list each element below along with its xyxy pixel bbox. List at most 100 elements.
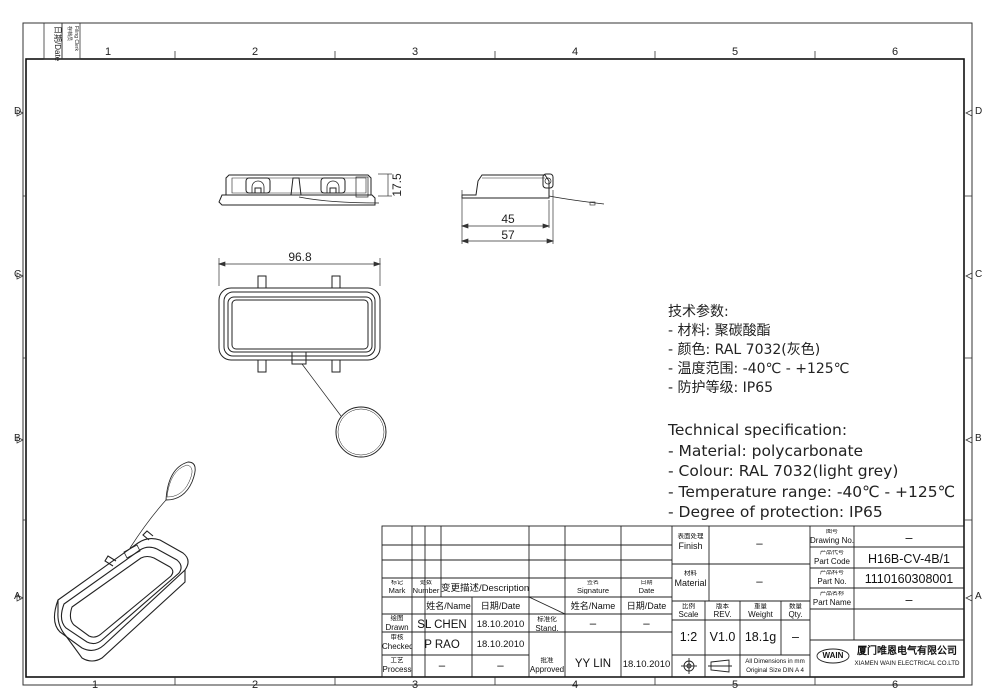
zone-row-c-left: C	[14, 269, 22, 280]
zone-row-b-right: B	[975, 433, 982, 444]
zone-row-d-left: D	[14, 106, 22, 117]
zone-col-6-top: 6	[891, 46, 899, 58]
zone-col-5-bottom: 5	[731, 679, 739, 691]
zone-col-6-bottom: 6	[891, 679, 899, 691]
zone-col-5-top: 5	[731, 46, 739, 58]
spec-en-temperature: - Temperature range: -40℃ - +125℃	[668, 482, 955, 501]
logo-text: WAIN	[822, 651, 844, 660]
checked-date: 18.10.2010	[476, 639, 525, 650]
isometric-view	[53, 461, 196, 662]
zone-col-3-top: 3	[411, 46, 419, 58]
dimension-length	[217, 258, 382, 286]
spec-cn-material: - 材料: 聚碳酸酯	[668, 323, 771, 339]
company-name-cn: 厦门唯恩电气有限公司	[857, 646, 957, 657]
zone-row-a-left: A	[14, 591, 21, 602]
drawing-no-value: –	[905, 531, 913, 545]
zone-col-1-top: 1	[104, 46, 112, 58]
finish-value: –	[756, 538, 763, 550]
spec-en: Technical specification: - Material: pol…	[668, 420, 955, 523]
zone-col-2-top: 2	[251, 46, 259, 58]
top-view	[218, 275, 387, 458]
name-header-2: 姓名/Name	[570, 601, 616, 611]
spec-cn-temperature: - 温度范围: -40℃ - +125℃	[668, 361, 850, 377]
checked-name: P RAO	[424, 639, 460, 651]
rev-value: V1.0	[709, 630, 736, 644]
outer-border	[22, 22, 973, 686]
front-view	[218, 174, 380, 206]
company-logo	[816, 648, 850, 664]
projection-symbol	[681, 658, 732, 674]
drawn-name: SL CHEN	[417, 619, 467, 631]
material-value: –	[756, 576, 763, 588]
side-view	[461, 173, 605, 206]
name-header: 姓名/Name	[426, 601, 471, 611]
zone-col-1-bottom: 1	[91, 679, 99, 691]
zone-col-4-bottom: 4	[571, 679, 579, 691]
zone-col-4-top: 4	[571, 46, 579, 58]
dimension-widths	[460, 190, 555, 244]
spec-cn-colour: - 颜色: RAL 7032(灰色)	[668, 342, 821, 358]
process-name: –	[438, 660, 446, 672]
part-no-value: 1110160308001	[864, 572, 954, 586]
dimension-height	[378, 173, 392, 197]
date-header-2: 日期/Date	[626, 601, 667, 611]
stand-name: –	[589, 618, 597, 630]
zone-row-d-right: D	[975, 106, 983, 117]
date-header: 日期/Date	[480, 601, 521, 611]
qty-value: –	[792, 630, 799, 644]
scale-value: 1:2	[679, 630, 698, 644]
spec-cn-title: 技术参数:	[668, 304, 729, 320]
dimension-length-label: 96.8	[288, 250, 312, 264]
spec-cn: 技术参数: - 材料: 聚碳酸酯 - 颜色: RAL 7032(灰色) - 温度…	[668, 303, 849, 398]
dimension-width-outer-label: 57	[501, 228, 515, 242]
part-name-value: –	[905, 593, 913, 607]
spec-en-colour: - Colour: RAL 7032(light grey)	[668, 462, 899, 480]
header-filing-mark-en: Filing Clerk	[73, 26, 79, 52]
dimension-height-label: 17.5	[390, 173, 404, 197]
header-date-mark: 日期/Date	[53, 26, 62, 62]
approved-date: 18.10.2010	[622, 659, 671, 670]
spec-cn-protection: - 防护等级: IP65	[668, 380, 774, 396]
zone-row-b-left: B	[14, 433, 21, 444]
zone-col-2-bottom: 2	[251, 679, 259, 691]
weight-value: 18.1g	[744, 630, 777, 644]
zone-row-c-right: C	[975, 269, 983, 280]
approved-name: YY LIN	[574, 658, 612, 670]
part-code-value: H16B-CV-4B/1	[868, 552, 950, 566]
spec-en-protection: - Degree of protection: IP65	[668, 503, 883, 521]
rev-description-header: 变更描述/Description	[441, 583, 529, 594]
dimension-width-inner-label: 45	[501, 212, 515, 226]
zone-col-3-bottom: 3	[411, 679, 419, 691]
spec-en-title: Technical specification:	[668, 421, 848, 439]
title-block-grid	[381, 525, 965, 678]
spec-en-material: - Material: polycarbonate	[668, 441, 864, 460]
process-date: –	[497, 660, 504, 672]
stand-date: –	[643, 618, 650, 630]
zone-row-a-right: A	[975, 591, 982, 602]
zone-ticks	[23, 51, 972, 685]
drawn-date: 18.10.2010	[476, 619, 525, 630]
header-filing-mark-cn: 存档员	[66, 26, 73, 41]
company-name-en: XIAMEN WAIN ELECTRICAL CO.LTD	[854, 660, 960, 667]
